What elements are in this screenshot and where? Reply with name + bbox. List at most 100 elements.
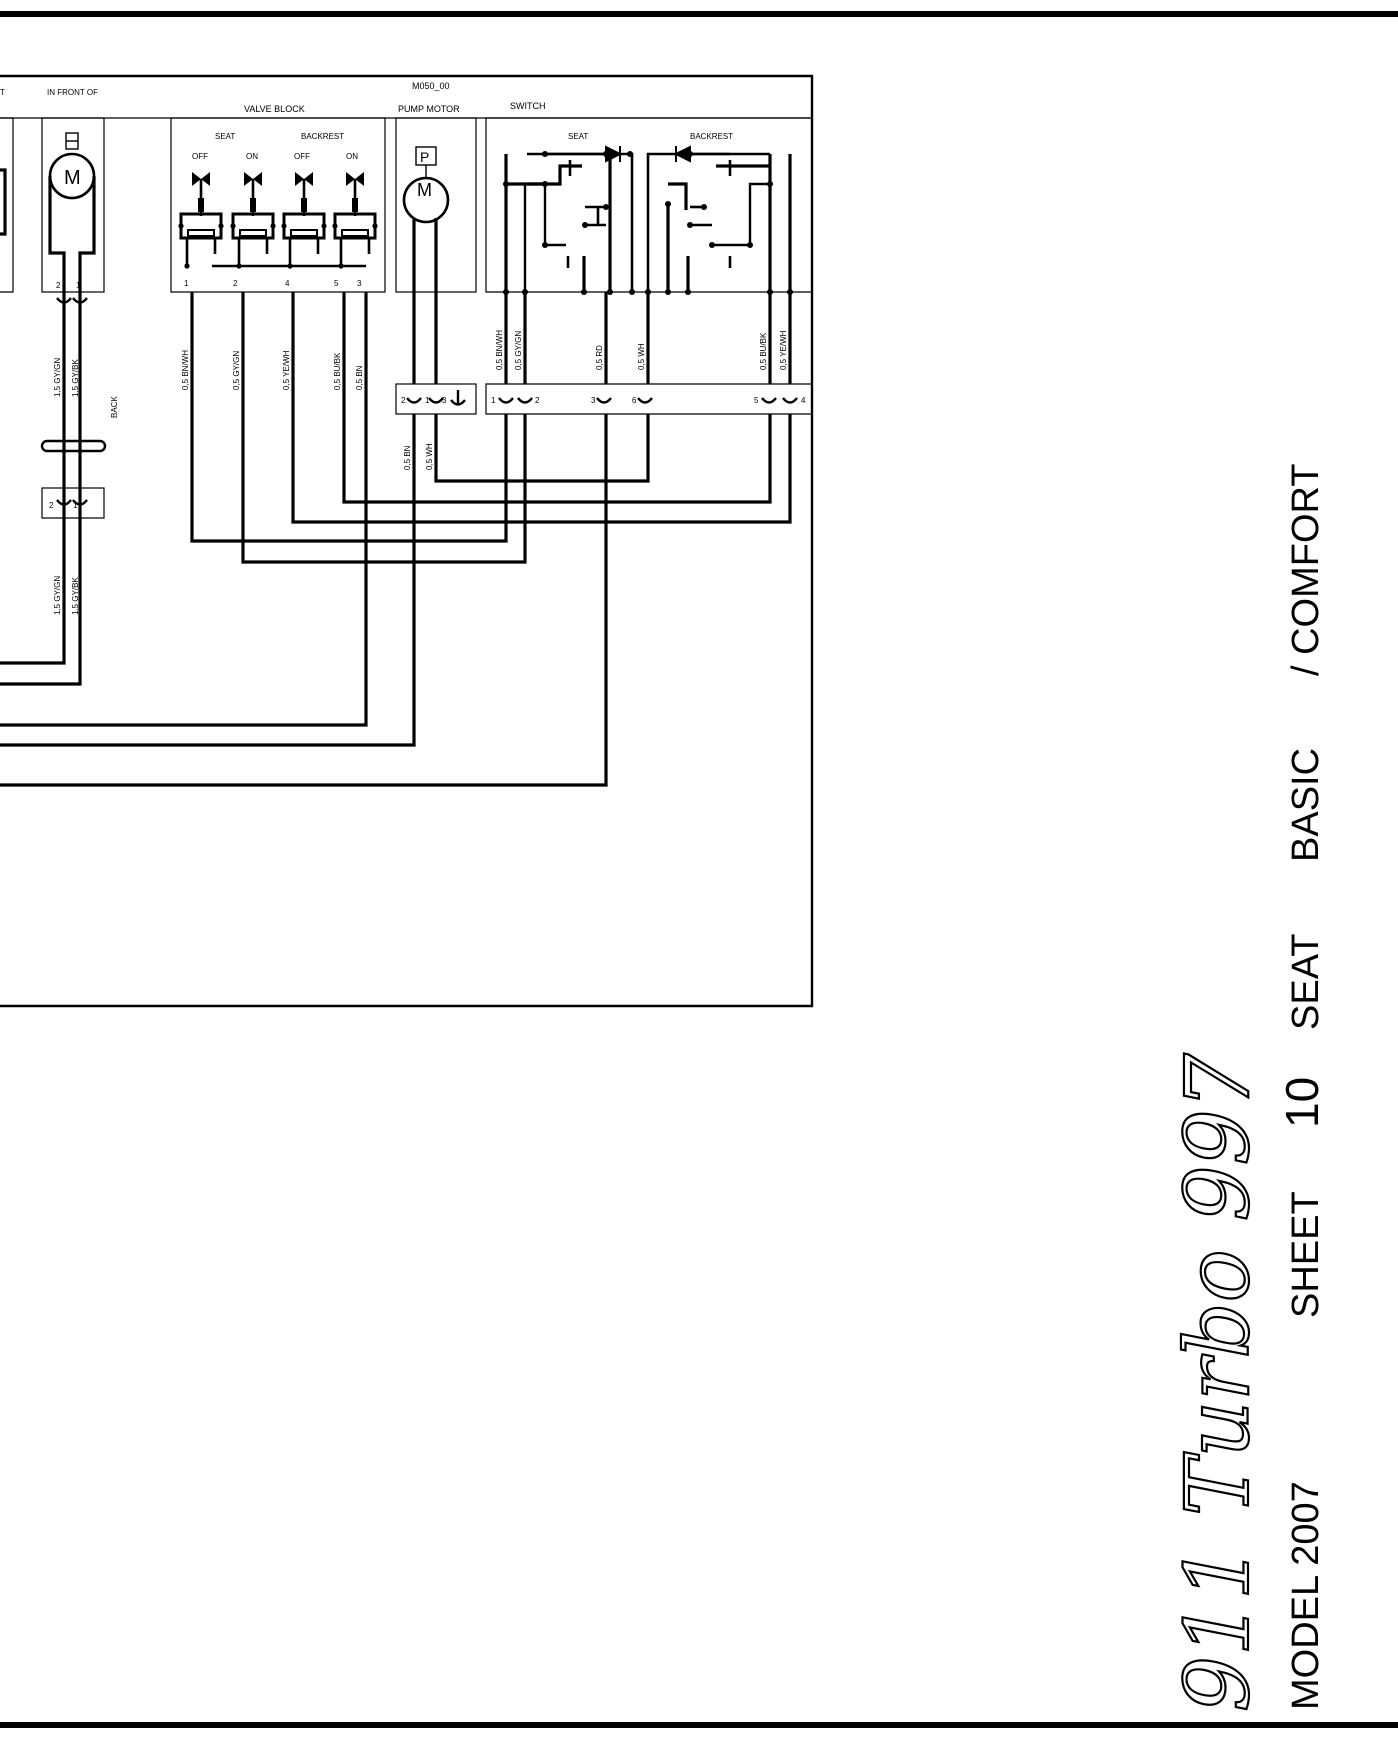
junction-dot	[603, 151, 609, 157]
junction-dot	[582, 222, 588, 228]
title-basic: BASIC	[1285, 748, 1327, 862]
motor-wires: 2 1	[0, 292, 107, 686]
title-block: 911 Turbo 997 MODEL 2007 SHEET 10 SEAT B…	[1165, 463, 1328, 1713]
wire-label-gy-gn-lower: 1,5 GY/GN	[53, 576, 62, 615]
pump-pin-1: 1	[425, 396, 430, 405]
valve-block-label: VALVE BLOCK	[244, 104, 305, 114]
switch-backrest-label: BACKREST	[690, 132, 733, 141]
title-logo: 911 Turbo 997	[1166, 1053, 1269, 1712]
motor-letter: M	[64, 167, 81, 189]
junction-dot	[709, 242, 715, 248]
switch-pin-2: 2	[535, 396, 540, 405]
junction-dot	[607, 289, 613, 295]
valve-pin-3: 3	[357, 279, 362, 288]
wire-label-pump-bn: 0,5 BN	[403, 445, 412, 470]
valve-seat-on-icon	[230, 172, 276, 269]
motor-pin-1: 1	[76, 281, 81, 290]
wire-label-switch-bn-wh: 0,5 BN/WH	[495, 330, 504, 370]
valve-back-off: OFF	[294, 152, 310, 161]
valve-back-on: ON	[346, 152, 358, 161]
title-seat: SEAT	[1285, 934, 1327, 1030]
wire-label-valve-bn: 0,5 BN	[355, 365, 364, 390]
junction-dot	[687, 151, 693, 157]
switch-seat-label: SEAT	[568, 132, 588, 141]
pump-p-letter: P	[420, 149, 429, 165]
junction-dot	[627, 151, 633, 157]
switch-pin-6: 6	[632, 396, 637, 405]
junction-dot	[629, 289, 635, 295]
wire-label-valve-gy-gn: 0,5 GY/GN	[232, 351, 241, 390]
inline-connector	[41, 487, 105, 519]
pump-pin-3: 3	[442, 396, 447, 405]
junction-dot	[542, 181, 548, 187]
valve-block: SEAT BACKREST OFF ON OFF ON 1 2 4 5 3	[170, 117, 386, 293]
junction-dot	[685, 289, 691, 295]
valve-back-off-icon	[281, 172, 327, 269]
wire-label-switch-bu-bk: 0,5 BU/BK	[759, 332, 768, 370]
pump-motor: P M	[395, 117, 477, 384]
junction-dot	[581, 289, 587, 295]
wire-label-switch-wh: 0,5 WH	[637, 343, 646, 370]
inline-pin-1: 1	[73, 501, 78, 510]
junction-dot	[767, 181, 773, 187]
junction-dot	[665, 201, 671, 207]
inline-pin-2: 2	[49, 501, 54, 510]
switch-pin-4: 4	[801, 396, 806, 405]
harness-wires	[0, 292, 792, 787]
switch-pin-5: 5	[754, 396, 759, 405]
switch-label: SWITCH	[510, 101, 546, 111]
pump-motor-label: PUMP MOTOR	[398, 104, 460, 114]
wire-label-switch-gy-gn: 0,5 GY/GN	[514, 331, 523, 370]
junction-dot	[665, 289, 671, 295]
junction-dot	[542, 242, 548, 248]
left-partial-component	[0, 117, 14, 293]
switch-component: SEAT BACKREST	[485, 117, 812, 295]
valve-backrest-label: BACKREST	[301, 132, 344, 141]
wire-label-gy-gn-upper: 1,5 GY/GN	[53, 358, 62, 397]
title-comfort: / COMFORT	[1285, 463, 1327, 676]
pump-motor-icon	[402, 176, 450, 224]
wire-label-switch-ye-wh: 0,5 YE/WH	[779, 330, 788, 370]
pump-m-letter: M	[417, 180, 432, 200]
wire-label-switch-rd: 0,5 RD	[595, 345, 604, 370]
wire-label-pump-wh: 0,5 WH	[425, 443, 434, 470]
title-sheet-word: SHEET	[1285, 1191, 1327, 1318]
wire-label-gy-bk-lower: 1,5 GY/BK	[71, 577, 80, 615]
title-sheet-number: 10	[1276, 1077, 1328, 1128]
valve-pin-1: 1	[184, 279, 189, 288]
back-label: BACK	[110, 396, 119, 418]
top-border	[0, 11, 1398, 17]
motor-pin-2: 2	[56, 281, 61, 290]
junction-dot	[687, 222, 693, 228]
pump-pin-2: 2	[401, 396, 406, 405]
valve-seat-label: SEAT	[215, 132, 235, 141]
switch-connector-strip: 1 2 3 6 5 4	[485, 383, 812, 415]
valve-seat-on: ON	[246, 152, 258, 161]
switch-pin-1: 1	[491, 396, 496, 405]
valve-back-on-icon	[332, 172, 378, 269]
switch-pin-3: 3	[591, 396, 596, 405]
valve-seat-off: OFF	[192, 152, 208, 161]
junction-dot	[542, 151, 548, 157]
front-caption-cut: T	[0, 88, 5, 97]
in-front-of-label: IN FRONT OF	[47, 88, 98, 97]
valve-pin-2: 2	[233, 279, 238, 288]
junction-dot	[503, 181, 509, 187]
junction-dot	[603, 204, 609, 210]
bottom-border	[0, 1722, 1398, 1728]
junction-dot	[701, 204, 707, 210]
junction-dot	[747, 242, 753, 248]
wire-label-valve-bn-wh: 0,5 BN/WH	[181, 350, 190, 390]
grommet-icon	[40, 439, 107, 453]
seat-motor-component: M 2 1	[41, 117, 105, 293]
title-model: MODEL 2007	[1285, 1481, 1327, 1710]
valve-seat-off-icon	[178, 172, 224, 269]
valve-pin-5: 5	[334, 279, 339, 288]
wire-label-valve-ye-wh: 0,5 YE/WH	[282, 350, 291, 390]
pump-connector-strip: 2 1 3	[395, 383, 477, 415]
valve-pin-4: 4	[285, 279, 290, 288]
module-code: M050_00	[412, 81, 450, 91]
wire-label-gy-bk-upper: 1,5 GY/BK	[71, 359, 80, 397]
wire-label-valve-bu-bk: 0,5 BU/BK	[333, 352, 342, 390]
